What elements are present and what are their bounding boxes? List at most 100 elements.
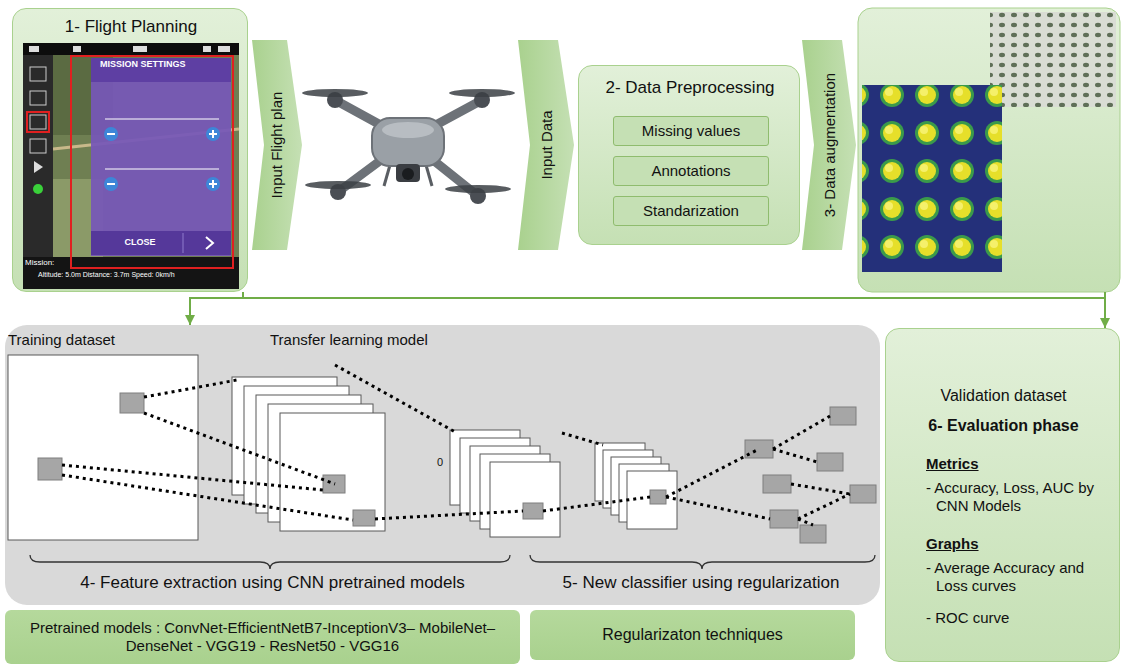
- text-slot: 5- New classifier using regularization: [525, 573, 877, 593]
- dotted-link: [144, 380, 237, 397]
- dotted-link: [798, 519, 813, 525]
- brace: [30, 555, 510, 569]
- node-text: Metrics: [926, 455, 1111, 473]
- drone-illustration: [449, 89, 515, 97]
- app-screenshot: [30, 67, 46, 81]
- evaluation-box: Validation dataset6- Evaluation phaseMet…: [885, 328, 1120, 662]
- text-slot: Transfer learning model: [270, 331, 510, 349]
- step-box: Annotations: [613, 156, 769, 186]
- dotted-link: [773, 416, 830, 449]
- app-screenshot: [23, 43, 239, 289]
- model-panel: Training dataset Transfer learning model 4…: [5, 325, 880, 605]
- app-screenshot: [33, 184, 43, 194]
- feature-patch: [770, 510, 798, 528]
- screen-text: Mission:: [25, 258, 54, 268]
- app-screenshot: [27, 112, 49, 132]
- block-arrow: [252, 40, 856, 250]
- block-arrow: [518, 40, 574, 250]
- text-slot: Graphs: [926, 535, 1111, 553]
- node-text: 5- New classifier using regularization: [525, 573, 877, 593]
- dotted-link: [543, 497, 650, 511]
- dotted-link: [62, 365, 850, 525]
- dotted-link: [791, 484, 850, 494]
- step-box: Missing values: [613, 116, 769, 146]
- app-screenshot: [71, 56, 233, 268]
- node-text: 4- Feature extraction using CNN pretrain…: [25, 573, 520, 593]
- text-slot: 1- Flight Planning: [13, 17, 249, 37]
- app-screenshot: [23, 257, 239, 289]
- app-screenshot: [13, 9, 249, 293]
- training-image: [8, 355, 198, 540]
- label-slot: Mission:: [25, 258, 54, 268]
- drone-illustration: [426, 165, 432, 186]
- text-slot: 2- Data Preprocessing: [579, 78, 801, 98]
- feature-patch: [800, 525, 826, 543]
- feature-patch: [817, 453, 843, 471]
- label-slot: Input Data: [512, 136, 581, 154]
- augmentation-panel: [858, 8, 1120, 292]
- feature-patch: [38, 393, 876, 543]
- app-screenshot: [212, 130, 214, 138]
- dotted-link: [798, 494, 850, 519]
- app-screenshot: [212, 180, 214, 188]
- app-screenshot: [30, 139, 46, 153]
- drone-illustration: [372, 118, 444, 166]
- feature-patch: [650, 490, 666, 504]
- node-text: Regularizaton techniques: [602, 625, 783, 644]
- label-slot: 0: [437, 456, 443, 469]
- app-screenshot: [29, 46, 39, 52]
- block-arrow: [252, 40, 302, 250]
- info-box: Regularizaton techniques: [530, 610, 855, 660]
- node-text: Training dataset: [8, 331, 208, 349]
- arrow-label: Input Data: [537, 110, 555, 179]
- text-slot: Training dataset: [8, 331, 208, 349]
- app-screenshot: [30, 91, 46, 105]
- drone-illustration: [302, 89, 515, 204]
- feature-patch: [763, 475, 791, 493]
- screen-text: Altitude: 5.0m Distance: 3.7m Speed: 0km…: [38, 271, 175, 279]
- app-screenshot: [203, 46, 211, 52]
- app-screenshot: [91, 58, 231, 82]
- feature-map: [280, 413, 385, 531]
- node-text: 1- Flight Planning: [13, 17, 249, 37]
- node-text: Pretrained models : ConvNet-EfficientNet…: [13, 619, 512, 655]
- flow-arrow: [243, 292, 1105, 328]
- screen-text: MISSION SETTINGS: [100, 59, 186, 70]
- augmentation-panel: [858, 8, 1120, 292]
- app-screenshot: [91, 58, 231, 256]
- drone-illustration: [445, 185, 511, 193]
- label-slot: CLOSE: [125, 237, 156, 248]
- dotted-link: [773, 449, 817, 462]
- flow-arrow: [190, 292, 243, 325]
- feature-patch: [120, 393, 144, 413]
- text-slot: - ROC curve: [926, 609, 1111, 627]
- brace: [530, 555, 875, 569]
- screen-text: CLOSE: [125, 237, 156, 248]
- dotted-link: [62, 475, 353, 520]
- drone-illustration: [305, 181, 371, 189]
- node-text: - ROC curve: [926, 609, 1111, 627]
- app-screenshot: [104, 177, 118, 191]
- text-slot: - Average Accuracy and Loss curves: [926, 559, 1104, 595]
- feature-patch: [830, 407, 856, 425]
- text-slot: 6- Evaluation phase: [886, 416, 1121, 435]
- drone-illustration: [335, 100, 482, 196]
- app-screenshot: [206, 127, 220, 141]
- app-screenshot: [30, 115, 46, 129]
- training-image: [8, 355, 198, 540]
- node-text: 6- Evaluation phase: [886, 416, 1121, 435]
- app-screenshot: [218, 46, 230, 52]
- node-text: Standarization: [643, 202, 739, 220]
- node-text: - Average Accuracy and Loss curves: [926, 559, 1104, 595]
- block-arrow: [802, 40, 856, 250]
- false-color-image: [862, 85, 1002, 272]
- feature-patch: [850, 485, 876, 503]
- label-slot: Input Flight plan: [224, 136, 331, 154]
- text-slot: - Accuracy, Loss, AUC by CNN Models: [926, 479, 1104, 515]
- app-screenshot: [104, 127, 118, 141]
- stage-box: 2- Data PreprocessingMissing valuesAnnot…: [578, 65, 800, 245]
- layer-number: 0: [437, 456, 443, 469]
- node-text: Graphs: [926, 535, 1111, 553]
- label-slot: MISSION SETTINGS: [100, 59, 186, 70]
- drone-illustration: [384, 165, 390, 186]
